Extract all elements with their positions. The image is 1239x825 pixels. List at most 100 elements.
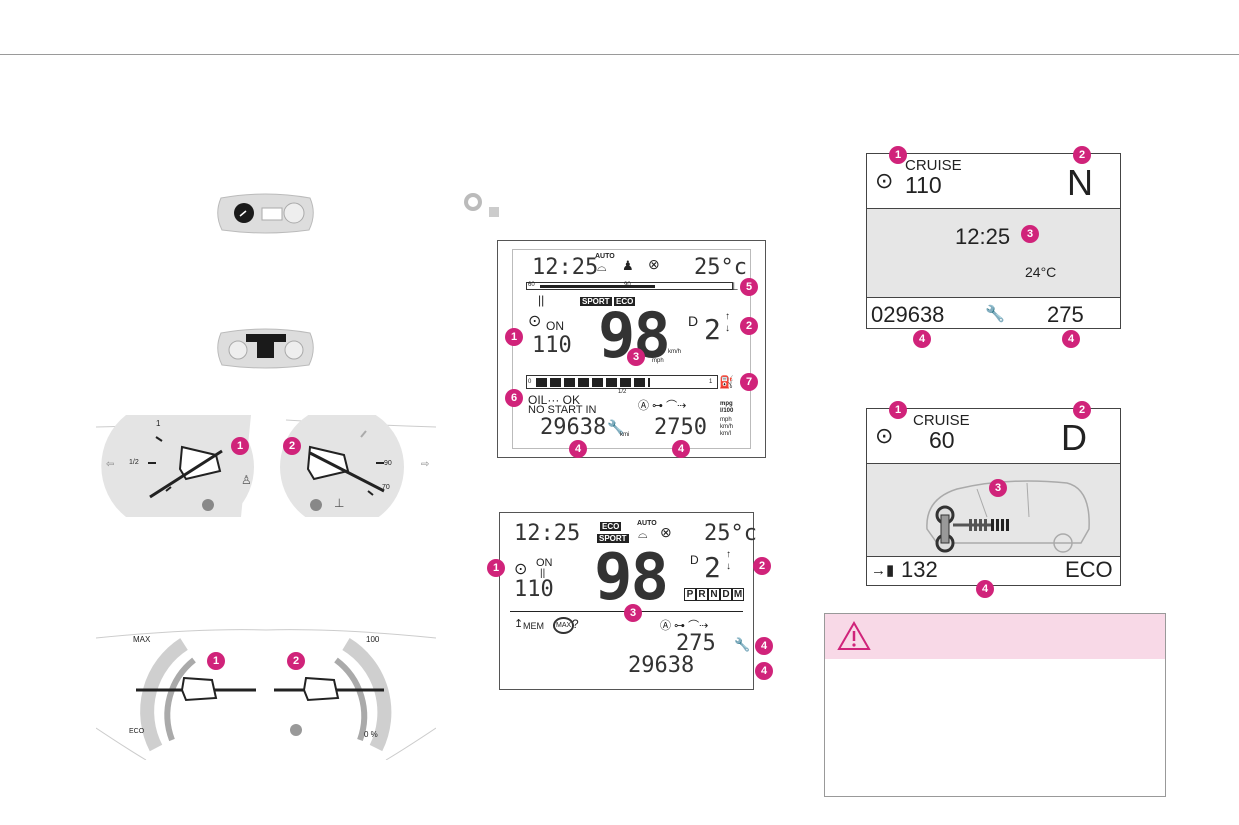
lcd2-wrench-icon: 🔧 <box>734 637 751 652</box>
steering-wheel-icon <box>461 191 501 219</box>
lcd1-pause: || <box>538 293 545 307</box>
p1-badge-1: 1 <box>889 146 907 164</box>
warning-box <box>824 613 1166 797</box>
lcd1-oil: OIL··· OK <box>528 393 581 407</box>
p1-outside-temp: 24°C <box>1025 264 1057 280</box>
p2-cruise-speed: 60 <box>929 427 955 453</box>
lcd1-badge-5: 5 <box>740 278 758 296</box>
lcd1-badge-7: 7 <box>740 373 758 391</box>
lcd2-badge-1: 1 <box>487 559 505 577</box>
lcd2-temperature: 25°c <box>704 521 757 546</box>
dashboard-thumbnail-top <box>217 193 314 234</box>
eco-gauge-max: MAX <box>133 635 151 644</box>
lcd2-pause: || <box>540 568 546 579</box>
speed-limiter-icon: ⊗ <box>648 256 660 272</box>
lcd2-auto: AUTO <box>637 520 657 527</box>
windscreen-wiper-icon: ⌓ <box>597 260 607 274</box>
svg-text:⇦: ⇦ <box>106 459 114 470</box>
p1-badge-2: 2 <box>1073 146 1091 164</box>
badge-eco-left: 1 <box>207 652 225 670</box>
lcd2-eco: ECO <box>600 522 622 531</box>
lcd1-auto-wiper: AUTO <box>595 253 615 260</box>
eco-drive-icon: Ⓐ ⊶ ⌒⇢ <box>638 400 687 412</box>
p2-badge-2: 2 <box>1073 401 1091 419</box>
eco-gauge-zero: 0 % <box>364 730 378 739</box>
lcd2-limiter-icon: ⊗ <box>660 524 672 540</box>
p2-badge-3: 3 <box>989 479 1007 497</box>
lcd1-gear: 2 <box>704 313 721 346</box>
lcd2-max: MAX <box>553 617 575 634</box>
lcd1-unit-mpg: mpg <box>720 401 733 407</box>
lcd2-gear-mode: D <box>690 553 699 567</box>
p1-service: 275 <box>1047 302 1084 327</box>
lcd1-bar-60: 60 <box>528 282 535 288</box>
p2-mode: ECO <box>1065 557 1113 582</box>
lcd1-no-start: NO START IN <box>528 404 597 416</box>
lcd2-mem: MEM <box>523 621 544 631</box>
lcd1-unit-kml: km/l <box>720 431 731 437</box>
lcd2-question: ? <box>572 617 579 631</box>
lcd2-badge-3: 3 <box>624 604 642 622</box>
lcd2-wiper-icon: ⌓ <box>638 527 648 541</box>
lcd2-gear-arrows: ↑↓ <box>726 549 731 572</box>
fuel-pump-icon: ⛽ <box>719 375 734 389</box>
p2-fuel-icon: →▮ <box>871 562 895 579</box>
lcd2-cruise-icon: ⊙ <box>514 561 528 578</box>
lcd-display-1: 12:25 AUTO ⌓ ♟ ⊗ 25°c 60 90 ⊥ || SPORT E… <box>497 240 766 458</box>
fuel-mark-full: 1 <box>156 419 161 428</box>
p1-cruise-icon: ⊙ <box>875 168 894 193</box>
coolant-temperature-icon: ⊥ <box>334 496 345 510</box>
prndm-d: D <box>720 588 732 601</box>
seatbelt-icon: ♙ <box>241 473 252 487</box>
lcd2-clock: 12:25 <box>514 521 581 546</box>
p1-wrench-icon: 🔧 <box>985 306 1005 323</box>
lcd1-sport: SPORT <box>580 297 612 306</box>
lcd1-cruise-speed: 110 <box>532 333 572 358</box>
lcd1-clock: 12:25 <box>532 255 599 280</box>
p2-cruise-icon: ⊙ <box>875 423 894 448</box>
badge-fuel-gauge: 1 <box>231 437 249 455</box>
badge-eco-right: 2 <box>287 652 305 670</box>
badge-temp-gauge: 2 <box>283 437 301 455</box>
matrix-display-2: ⊙ CRUISE 60 D →▮ 132 ECO <box>866 408 1121 586</box>
lcd1-fuel-bar <box>536 378 650 387</box>
p1-gear: N <box>1067 162 1093 203</box>
lcd1-odo-unit: kmi <box>620 432 630 438</box>
warning-triangle-icon <box>837 621 871 650</box>
prndm-p: P <box>684 588 696 601</box>
lcd1-unit-kmh: km/h <box>668 349 682 355</box>
lcd1-fuel-zero: 0 <box>528 379 532 385</box>
p2-badge-4: 4 <box>976 580 994 598</box>
lcd1-range: 2750 <box>654 415 707 440</box>
lcd1-unit-mph2: mph <box>720 417 732 423</box>
lcd1-badge-3: 3 <box>627 348 645 366</box>
lcd2-gear: 2 <box>704 551 721 584</box>
warning-header <box>825 614 1165 659</box>
lcd-display-2: 12:25 ECO SPORT AUTO ⌓ ⊗ 25°c ⊙ ON || 11… <box>499 512 757 690</box>
lcd2-sport: SPORT <box>597 534 629 543</box>
p1-cruise-speed: 110 <box>905 172 942 198</box>
lcd1-badge-4a: 4 <box>569 440 587 458</box>
p1-badge-4a: 4 <box>913 330 931 348</box>
lcd2-eco-drive-icon: Ⓐ ⊶ ⌒⇢ <box>660 620 709 632</box>
coolant-icon: ⊥ <box>729 281 739 293</box>
matrix-display-1: ⊙ CRUISE 110 N 12:25 24°C 029638 🔧 275 <box>866 153 1121 329</box>
lcd2-badge-4b: 4 <box>755 662 773 680</box>
lcd1-temperature: 25°c <box>694 255 747 280</box>
prndm-indicator: P R N D M <box>684 588 744 601</box>
lcd1-on: ON <box>546 319 564 333</box>
wrench-icon: 🔧 <box>607 419 625 435</box>
lcd2-on: ON <box>536 557 553 569</box>
p2-range: 132 <box>901 557 938 582</box>
lcd2-odometer: 29638 <box>628 653 695 678</box>
prndm-r: R <box>696 588 708 601</box>
lcd1-gear-arrows: ↑↓ <box>725 311 730 334</box>
p2-badge-1: 1 <box>889 401 907 419</box>
lcd2-cruise-speed: 110 <box>514 577 554 602</box>
lcd1-badge-6: 6 <box>505 389 523 407</box>
lcd1-badge-4b: 4 <box>672 440 690 458</box>
p2-cruise-label: CRUISE <box>913 412 970 429</box>
lcd1-unit-mph: mph <box>652 358 664 364</box>
lcd2-badge-4a: 4 <box>755 637 773 655</box>
lcd1-bar-90: 90 <box>624 282 631 288</box>
